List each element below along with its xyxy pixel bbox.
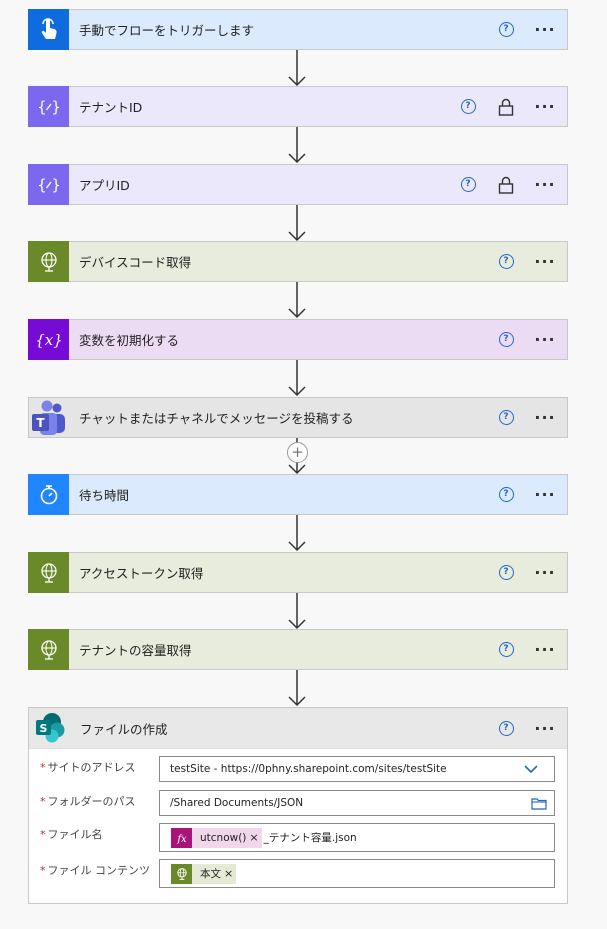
variable-curly-icon: { } [28,164,69,205]
step-tenant-id[interactable]: { } テナントID ? ··· [28,86,568,127]
help-icon[interactable]: ? [498,487,514,502]
help-icon[interactable]: ? [498,22,514,37]
step-title: 変数を初期化する [79,333,180,348]
help-icon[interactable]: ? [498,254,514,269]
more-options-button[interactable]: ··· [534,175,556,194]
step-title: アプリID [79,178,130,193]
touch-icon [28,9,69,50]
sharepoint-icon: S [29,708,70,748]
chevron-down-icon[interactable] [524,764,538,774]
file-name-input[interactable]: fx utcnow() × _テナント容量.json [159,823,555,852]
step-title: チャットまたはチャネルでメッセージを投稿する [79,411,354,426]
step-tenant-capacity[interactable]: テナントの容量取得 ? ··· [28,629,568,670]
more-options-button[interactable]: ··· [534,97,556,116]
step-device-code[interactable]: デバイスコード取得 ? ··· [28,241,568,282]
help-icon[interactable]: ? [460,99,476,114]
connector-arrow [288,50,306,87]
site-address-dropdown[interactable]: testSite - https://0phny.sharepoint.com/… [159,756,555,782]
connector-arrow [288,360,306,397]
timer-icon [28,474,69,515]
more-options-button[interactable]: ··· [534,563,556,582]
step-title: ファイルの作成 [80,721,168,737]
file-name-suffix: _テナント容量.json [263,832,357,844]
folder-path-input[interactable]: /Shared Documents/JSON [159,790,555,816]
svg-text:S: S [39,722,47,735]
step-initialize-variable[interactable]: {x} 変数を初期化する ? ··· [28,319,568,360]
more-options-button[interactable]: ··· [534,252,556,271]
variable-x-icon: {x} [28,319,69,360]
file-name-label: *ファイル名 [40,828,103,841]
token-label: utcnow() [200,831,247,844]
http-globe-icon [28,629,69,670]
step-access-token[interactable]: アクセストークン取得 ? ··· [28,552,568,593]
remove-token-icon[interactable]: × [224,867,234,880]
step-create-file: S ファイルの作成 ? ··· *サイトのアドレス testSite - htt… [28,707,568,904]
more-options-button[interactable]: ··· [534,330,556,349]
function-icon: fx [171,827,192,848]
http-globe-icon [28,241,69,282]
svg-text:{x}: {x} [35,331,63,349]
step-title: テナントの容量取得 [79,643,192,658]
folder-icon[interactable] [531,797,547,810]
more-options-button[interactable]: ··· [534,408,556,427]
step-app-id[interactable]: { } アプリID ? ··· [28,164,568,205]
more-options-button[interactable]: ··· [534,485,556,504]
folder-path-value: /Shared Documents/JSON [170,797,304,809]
connector-arrow [288,670,306,707]
svg-text:T: T [36,416,45,430]
more-options-button[interactable]: ··· [534,718,556,738]
svg-text:fx: fx [176,834,187,844]
step-title: アクセストークン取得 [79,566,204,581]
http-globe-icon [171,863,192,884]
step-title: デバイスコード取得 [79,255,192,270]
folder-path-label: *フォルダーのパス [40,795,136,808]
teams-icon: T [28,397,69,438]
lock-icon [487,98,525,116]
help-icon[interactable]: ? [460,177,476,192]
step-title: 手動でフローをトリガーします [79,23,255,38]
step-title: テナントID [79,100,143,115]
connector-arrow [288,205,306,242]
step-create-file-header[interactable]: S ファイルの作成 ? ··· [29,708,567,749]
help-icon[interactable]: ? [498,332,514,347]
http-globe-icon [28,552,69,593]
body-token[interactable]: 本文 × [171,863,237,884]
help-icon[interactable]: ? [498,720,514,736]
connector-arrow [288,593,306,630]
file-content-label: *ファイル コンテンツ [40,864,150,877]
step-title: 待ち時間 [79,488,130,503]
token-label: 本文 [200,868,221,880]
connector-arrow [288,127,306,164]
connector-arrow [288,282,306,319]
help-icon[interactable]: ? [498,642,514,657]
remove-token-icon[interactable]: × [249,831,259,844]
help-icon[interactable]: ? [498,410,514,425]
utcnow-token[interactable]: fx utcnow() × [171,827,262,848]
site-address-label: *サイトのアドレス [40,761,136,774]
variable-curly-icon: { } [28,86,69,127]
site-address-value: testSite - https://0phny.sharepoint.com/… [170,763,447,775]
lock-icon [487,176,525,194]
more-options-button[interactable]: ··· [534,640,556,659]
connector-arrow [288,515,306,552]
more-options-button[interactable]: ··· [534,20,556,39]
help-icon[interactable]: ? [498,565,514,580]
step-manual-trigger[interactable]: 手動でフローをトリガーします ? ··· [28,9,568,50]
file-content-input[interactable]: 本文 × [159,859,555,888]
add-step-button[interactable]: + [287,442,308,463]
step-teams-post-message[interactable]: T チャットまたはチャネルでメッセージを投稿する ? ··· [28,397,568,438]
step-delay[interactable]: 待ち時間 ? ··· [28,474,568,515]
